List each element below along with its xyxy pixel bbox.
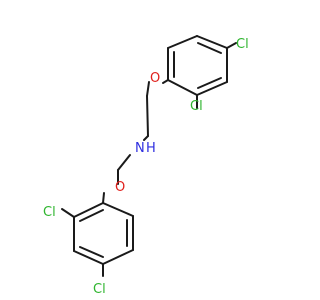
oxygen-atom-label: O: [150, 71, 160, 86]
bond: [73, 202, 104, 218]
chemical-structure: Cl Cl O N H O Cl Cl: [43, 35, 249, 297]
bond: [197, 77, 222, 89]
top-benzene-ring: [167, 35, 228, 96]
bond: [162, 79, 169, 84]
bond: [73, 250, 104, 265]
chlorine-atom-label: Cl: [93, 282, 106, 297]
bond: [197, 42, 222, 54]
bond: [61, 208, 75, 218]
bond: [79, 246, 104, 258]
nitrogen-atom-label: N: [135, 141, 145, 156]
bond: [226, 42, 237, 49]
bond: [143, 135, 149, 141]
bottom-benzene-ring: [73, 202, 134, 265]
chlorine-atom-label: Cl: [236, 37, 249, 52]
bond: [79, 209, 104, 222]
bond: [167, 35, 198, 49]
bond: [102, 192, 105, 204]
bond: [146, 81, 150, 97]
chlorine-atom-label: Cl: [43, 205, 56, 220]
bond: [117, 154, 131, 171]
chlorine-atom-label: Cl: [190, 99, 203, 114]
bond: [102, 202, 134, 217]
bond: [146, 95, 149, 137]
bond: [196, 81, 228, 96]
bond: [167, 79, 198, 96]
hydrogen-atom-label: H: [146, 141, 156, 156]
oxygen-atom-label: O: [115, 180, 125, 195]
bond: [102, 249, 134, 265]
bond: [196, 35, 228, 49]
